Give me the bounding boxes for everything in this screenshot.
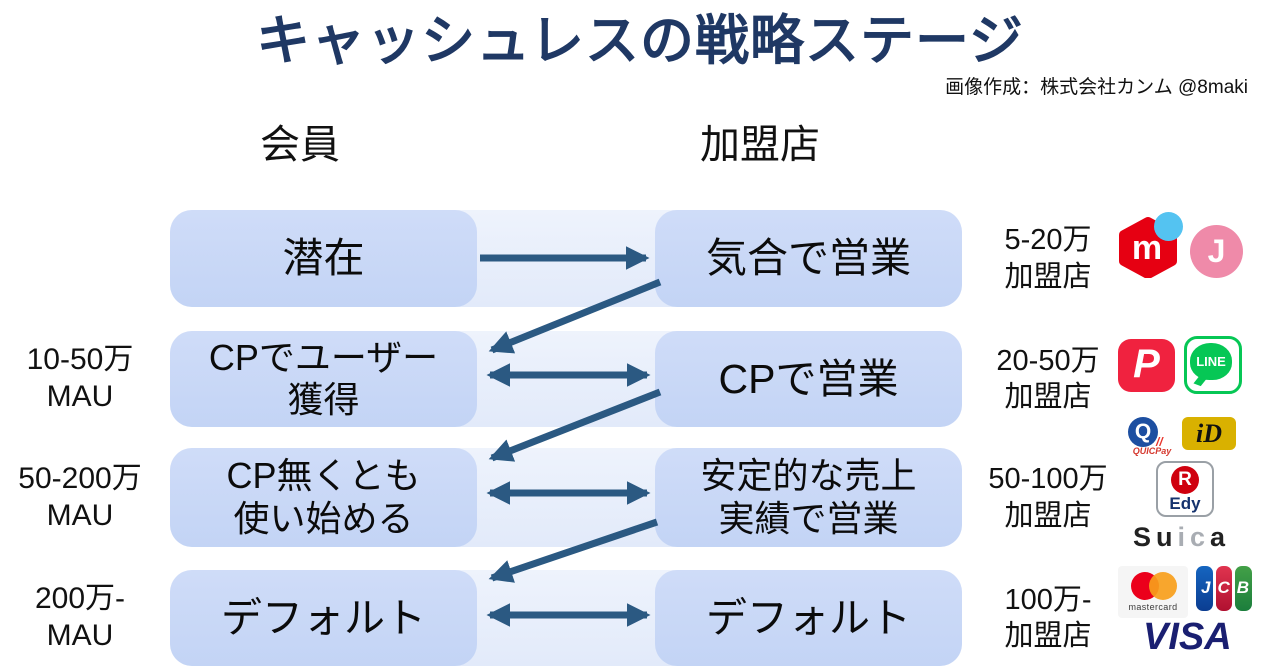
column-header-merchants: 加盟店 <box>700 123 820 167</box>
mercari-logo: m <box>1116 212 1186 278</box>
suica-letters-dark1: Su <box>1133 522 1178 552</box>
jcb-bar-green <box>1235 566 1253 611</box>
mastercard-logo: mastercard <box>1118 566 1188 618</box>
merchant-scale-row3: 50-100万 加盟店 <box>988 463 1108 532</box>
quicpay-wordmark: QUICPay <box>1132 446 1172 456</box>
member-box-latent: 潜在 <box>170 210 477 307</box>
merchant-box-stable-sales: 安定的な売上 実績で営業 <box>655 448 962 547</box>
jcb-bars <box>1196 566 1253 611</box>
merchant-box-default: デフォルト <box>655 570 962 666</box>
paypay-letter: P <box>1133 342 1160 386</box>
id-logo: iD <box>1182 417 1236 450</box>
merchant-box-spirit-sales: 気合で営業 <box>655 210 962 307</box>
jcb-bar-blue <box>1196 566 1213 611</box>
jcoin-letter: J <box>1207 233 1226 269</box>
suica-letters-dark2: a <box>1210 522 1231 552</box>
arrow-diagonal-row2-row3 <box>488 388 662 462</box>
arrow-diagonal-row1-row2 <box>488 278 662 354</box>
line-pay-logo: LINE <box>1184 336 1242 394</box>
quicpay-letter: Q <box>1134 420 1152 443</box>
arrow-diagonal-row3-row4 <box>488 518 659 583</box>
mercari-blue-dot <box>1154 212 1183 241</box>
paypay-logo: P <box>1118 339 1175 392</box>
rakuten-r-mark: R <box>1171 466 1199 494</box>
member-box-use-without-cp: CP無くとも 使い始める <box>170 448 477 547</box>
line-label: LINE <box>1196 354 1226 369</box>
suica-logo: Suica <box>1133 522 1230 553</box>
merchant-box-cp-sales: CPで営業 <box>655 331 962 427</box>
suica-letters-silver: ic <box>1177 522 1211 552</box>
jcb-logo: JCB <box>1196 566 1253 611</box>
mastercard-wordmark: mastercard <box>1128 602 1178 612</box>
merchant-scale-row2: 20-50万 加盟店 <box>996 344 1100 413</box>
mau-label-row2: 10-50万 MAU <box>26 343 134 413</box>
flow-arrows <box>480 246 662 627</box>
line-bubble: LINE <box>1190 343 1232 380</box>
visa-wordmark: VISA <box>1143 616 1232 658</box>
member-box-cp-acquisition: CPでユーザー 獲得 <box>170 331 477 427</box>
quicpay-q-mark: Q <box>1128 417 1158 447</box>
credit-text: 画像作成：株式会社カンム @8maki <box>945 77 1248 98</box>
page-title: キャッシュレスの戦略ステージ <box>256 11 1024 71</box>
edy-wordmark: Edy <box>1169 494 1201 513</box>
jcoin-logo: J <box>1190 225 1243 278</box>
merchant-scale-row1: 5-20万 加盟店 <box>1004 224 1092 293</box>
merchant-scale-row4: 100万- 加盟店 <box>1004 583 1092 652</box>
jcb-wordmark: JCB <box>1201 578 1257 597</box>
member-box-default: デフォルト <box>170 570 477 666</box>
mastercard-orange-circle <box>1149 572 1177 600</box>
quicpay-slashes: // <box>1156 435 1163 449</box>
mau-label-row4: 200万- MAU <box>34 582 126 652</box>
mau-label-row3: 50-200万 MAU <box>18 461 142 532</box>
jcb-bar-red <box>1215 566 1233 611</box>
column-header-members: 会員 <box>260 123 340 167</box>
visa-logo: VISA <box>1143 616 1232 659</box>
rakuten-edy-logo: R Edy <box>1156 461 1214 517</box>
id-label: iD <box>1196 418 1222 448</box>
quicpay-logo: Q // QUICPay <box>1128 417 1188 459</box>
